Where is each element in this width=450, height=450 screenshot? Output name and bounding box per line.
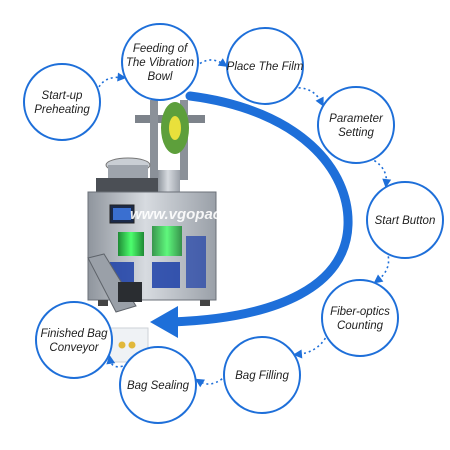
step-label-line: Bowl <box>148 71 173 83</box>
step-connector-arrow <box>99 77 122 87</box>
step-label-line: Start Button <box>375 215 436 227</box>
step-label-line: Parameter <box>329 113 384 125</box>
step-label-line: Start-up <box>42 90 84 102</box>
step-connector-arrow <box>374 161 386 184</box>
step-bag-filling: Bag Filling <box>224 337 300 413</box>
step-label-line: Place The Film <box>227 61 304 73</box>
step-circle <box>322 280 398 356</box>
step-connector-arrow <box>377 256 388 280</box>
step-label-line: Finished Bag <box>40 328 108 340</box>
step-start-button: Start Button <box>367 182 443 258</box>
step-connector-arrow <box>199 379 222 384</box>
step-label-line: Setting <box>338 127 374 139</box>
step-label-line: Counting <box>337 320 384 332</box>
step-label-line: The Vibration <box>126 57 194 69</box>
step-circle <box>36 302 112 378</box>
step-connector-arrow <box>200 60 224 64</box>
step-label-line: Bag Sealing <box>127 380 190 392</box>
step-label-line: Conveyor <box>49 342 99 354</box>
step-circle <box>24 64 100 140</box>
step-connector-arrow <box>299 88 322 103</box>
step-label-line: Feeding of <box>133 43 189 55</box>
step-label-line: Fiber-optics <box>330 306 390 318</box>
step-connector-arrow <box>297 338 325 354</box>
step-label-line: Preheating <box>34 104 90 116</box>
step-label-line: Bag Filling <box>235 370 289 382</box>
watermark-text: www.vgopack.com <box>130 206 264 223</box>
step-circle <box>318 87 394 163</box>
step-bag-sealing: Bag Sealing <box>120 347 196 423</box>
step-place-the-film: Place The Film <box>227 28 304 104</box>
process-flow-arrowhead <box>150 306 178 338</box>
